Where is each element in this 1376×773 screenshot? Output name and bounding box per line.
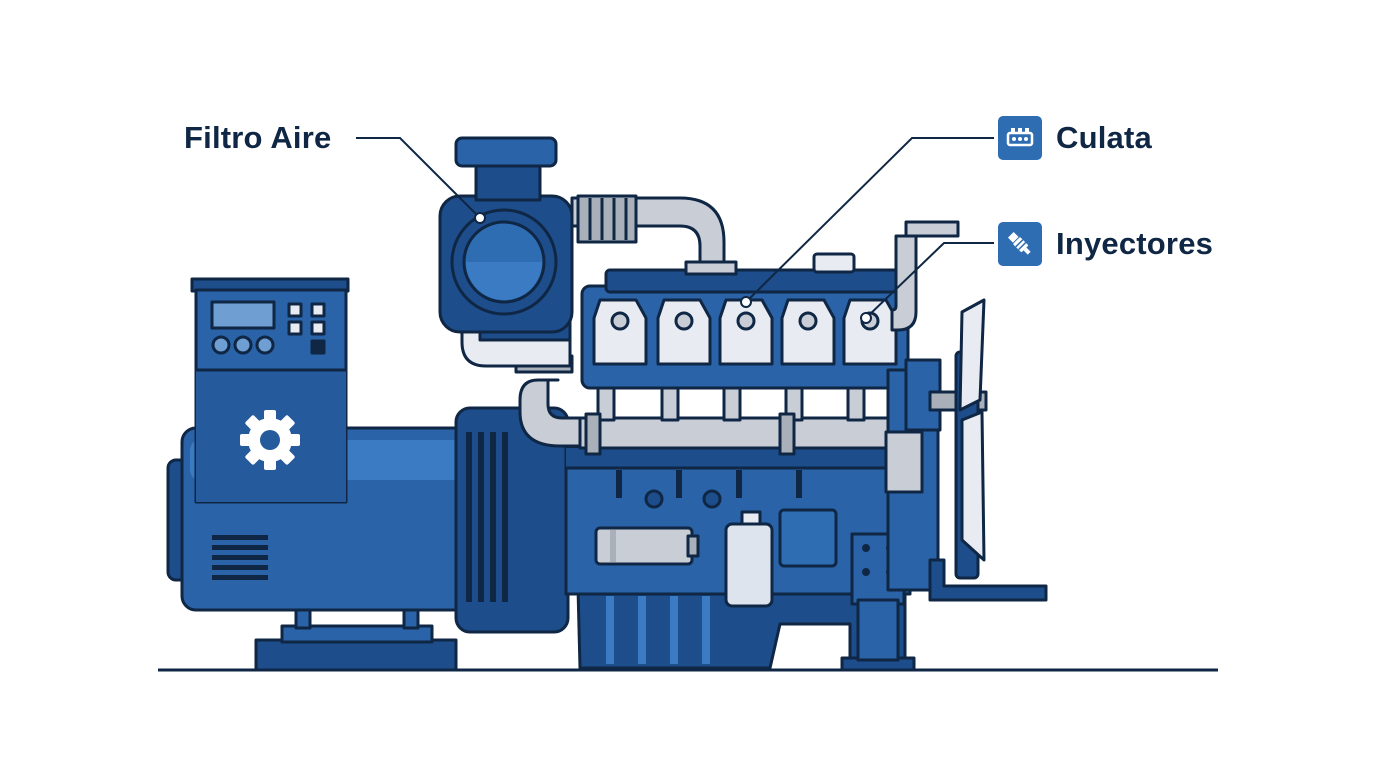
panel-knob	[255, 335, 275, 355]
engine-side-plate	[778, 508, 838, 568]
injectors-label: Inyectores	[1056, 226, 1214, 261]
panel-button	[310, 320, 326, 336]
engine	[564, 446, 916, 672]
panel-button	[310, 302, 326, 318]
alternator-vent	[212, 535, 268, 580]
exhaust-manifold	[514, 354, 892, 456]
panel-button	[310, 339, 326, 355]
control-panel	[190, 277, 350, 504]
air-filter-leader-line	[356, 137, 481, 219]
alternator-base-top	[280, 624, 434, 644]
panel-button	[287, 302, 303, 318]
fan-blade	[958, 298, 986, 412]
oil-filter	[724, 522, 774, 608]
cylinder-head-icon	[998, 116, 1042, 160]
breather-pipe	[890, 220, 960, 332]
panel-knob	[233, 335, 253, 355]
alternator-base	[254, 638, 458, 672]
gear-icon	[240, 410, 300, 470]
oil-pan	[576, 586, 907, 670]
flywheel-vent	[466, 432, 508, 602]
control-panel-display	[210, 300, 276, 330]
injectors-leader-line	[865, 242, 994, 319]
fan-assembly	[884, 298, 1048, 602]
alternator	[166, 406, 570, 672]
air-filter-neck	[474, 164, 542, 202]
injector-icon	[998, 222, 1042, 266]
panel-button	[287, 320, 303, 336]
air-filter-cap	[454, 136, 558, 168]
cylinder-head-leader-line	[745, 137, 994, 303]
air-filter-label: Filtro Aire	[184, 120, 332, 155]
fan-bracket	[928, 558, 1048, 602]
callout-lines	[356, 137, 994, 319]
cylinder-head	[580, 252, 910, 390]
air-intake	[438, 136, 726, 368]
fan-blade	[960, 410, 986, 562]
cylinder-head-label: Culata	[1056, 120, 1152, 155]
panel-knob	[211, 335, 231, 355]
valve-cover	[604, 268, 902, 294]
cylinder-head-ports	[592, 298, 898, 366]
callout-dots	[474, 212, 872, 324]
